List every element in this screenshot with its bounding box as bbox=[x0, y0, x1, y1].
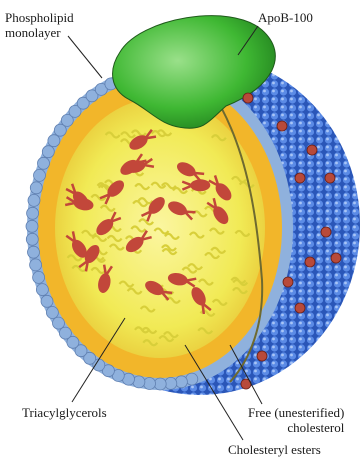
phospholipid-head bbox=[53, 317, 65, 329]
label-phospholipid-line2: monolayer bbox=[5, 25, 74, 40]
free-cholesterol-molecule bbox=[307, 145, 317, 155]
phospholipid-head bbox=[26, 233, 38, 245]
lipid-core bbox=[55, 98, 265, 358]
label-phospholipid-line1: Phospholipid bbox=[5, 10, 74, 25]
phospholipid-head bbox=[28, 194, 40, 206]
phospholipid-head bbox=[165, 377, 177, 389]
free-cholesterol-molecule bbox=[283, 277, 293, 287]
free-cholesterol-molecule bbox=[295, 303, 305, 313]
free-cholesterol-molecule bbox=[331, 253, 341, 263]
phospholipid-head bbox=[36, 284, 48, 296]
free-cholesterol-molecule bbox=[321, 227, 331, 237]
label-cholesteryl-esters: Cholesteryl esters bbox=[228, 442, 321, 457]
label-free-line2: cholesterol bbox=[248, 420, 344, 435]
phospholipid-head bbox=[30, 182, 42, 194]
phospholipid-head bbox=[33, 271, 45, 283]
phospholipid-head bbox=[42, 146, 54, 158]
phospholipid-head bbox=[26, 220, 38, 232]
phospholipid-head bbox=[41, 295, 53, 307]
phospholipid-head bbox=[38, 157, 50, 169]
phospholipid-head bbox=[27, 207, 39, 219]
phospholipid-head bbox=[46, 307, 58, 319]
phospholipid-head bbox=[34, 169, 46, 181]
label-phospholipid-monolayer: Phospholipid monolayer bbox=[5, 10, 74, 40]
free-cholesterol-molecule bbox=[305, 257, 315, 267]
free-cholesterol-molecule bbox=[243, 93, 253, 103]
label-free-cholesterol: Free (unesterified) cholesterol bbox=[248, 405, 344, 435]
label-triacylglycerols: Triacylglycerols bbox=[22, 405, 107, 420]
label-apob-100: ApoB-100 bbox=[258, 10, 313, 25]
phospholipid-head bbox=[154, 378, 166, 390]
free-cholesterol-molecule bbox=[325, 173, 335, 183]
leader-phospholipid bbox=[68, 36, 102, 78]
free-cholesterol-molecule bbox=[277, 121, 287, 131]
phospholipid-head bbox=[30, 259, 42, 271]
free-cholesterol-molecule bbox=[295, 173, 305, 183]
phospholipid-head bbox=[48, 135, 60, 147]
phospholipid-head bbox=[175, 376, 187, 388]
phospholipid-head bbox=[28, 246, 40, 258]
phospholipid-head bbox=[144, 378, 156, 390]
free-cholesterol-molecule bbox=[257, 351, 267, 361]
label-free-line1: Free (unesterified) bbox=[248, 405, 344, 420]
